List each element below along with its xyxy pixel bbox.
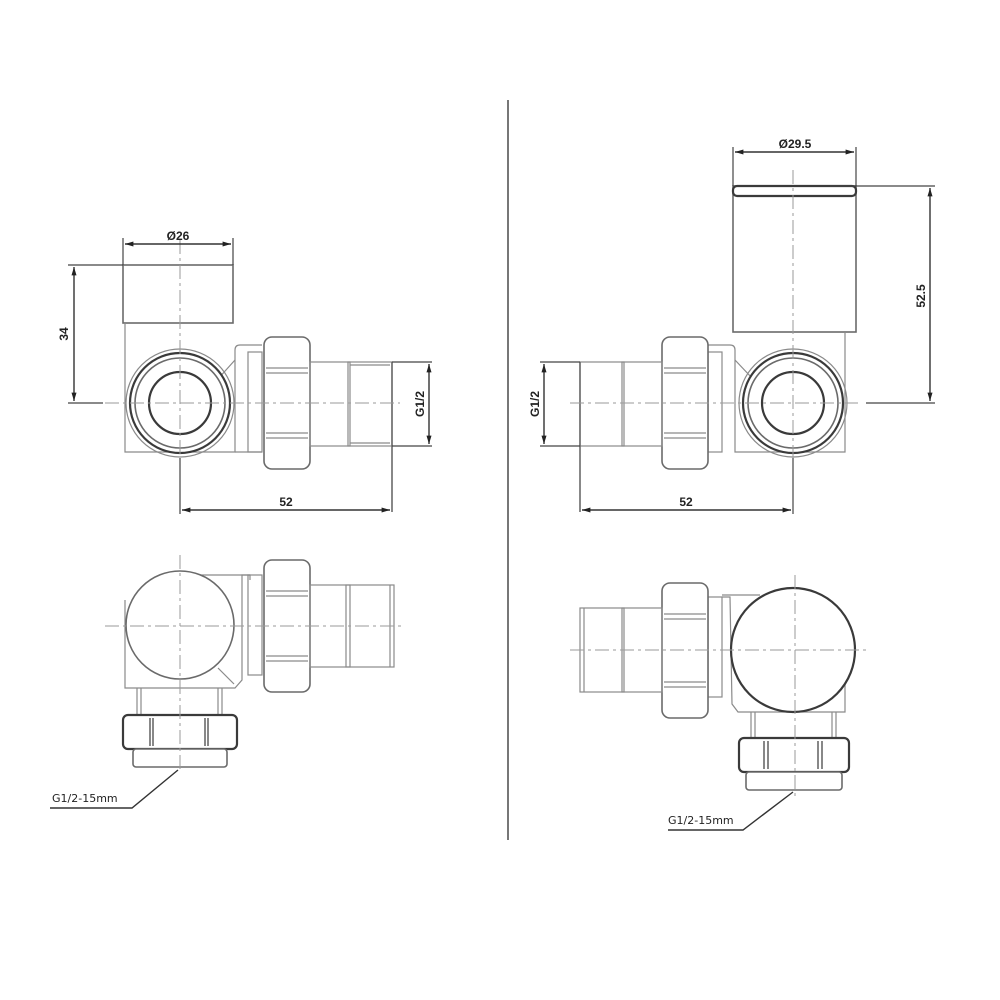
left-thread-label: G1/2 (413, 391, 427, 417)
left-height-label: 34 (57, 327, 71, 341)
left-diameter-label: Ø26 (167, 229, 190, 243)
right-side-view: Ø29.5 52.5 G1/2 52 (528, 137, 935, 514)
valve-head (122, 264, 234, 324)
right-top-view: G1/2-15mm (570, 575, 868, 831)
left-side-view: Ø26 34 G1/2 52 (57, 229, 432, 514)
left-top-view: G1/2-15mm (50, 555, 405, 809)
right-diameter-label: Ø29.5 (779, 137, 812, 151)
right-thread-label: G1/2 (528, 391, 542, 417)
right-length-label: 52 (679, 495, 693, 509)
left-connector-label: G1/2-15mm (52, 792, 118, 805)
right-height-label: 52.5 (914, 284, 928, 308)
valve-head-tall (732, 185, 857, 333)
right-connector-label: G1/2-15mm (668, 814, 734, 827)
left-length-label: 52 (279, 495, 293, 509)
